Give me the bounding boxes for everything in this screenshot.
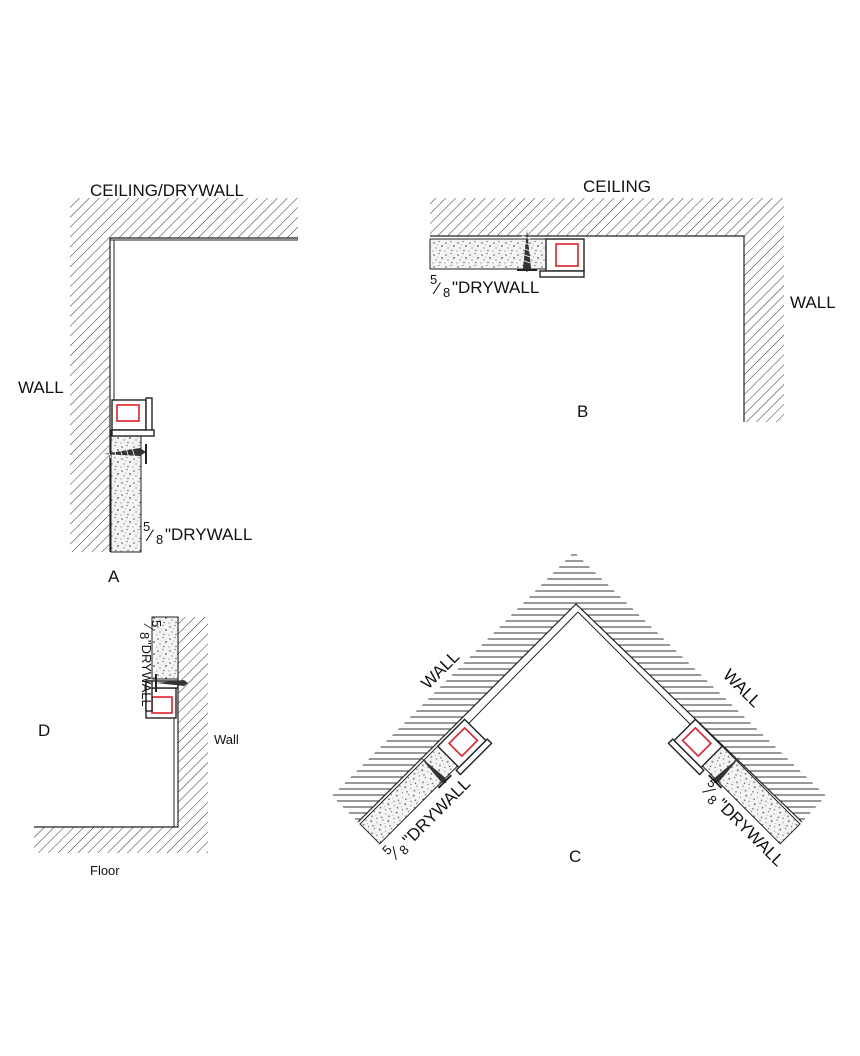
ceiling-hatch bbox=[70, 198, 298, 238]
label-wall: WALL bbox=[18, 378, 64, 397]
wall-hatch bbox=[70, 238, 110, 552]
label-drywall-numerator: 5 bbox=[149, 620, 164, 627]
detail-b: CEILING WALL 5 ⁄ 8 "DRYWALL B bbox=[429, 177, 836, 422]
label-ceiling: CEILING/DRYWALL bbox=[90, 181, 244, 200]
svg-text:⁄: ⁄ bbox=[145, 526, 155, 545]
label-drywall-denominator: 8 bbox=[137, 632, 152, 639]
wall-hatch bbox=[178, 617, 208, 827]
svg-text:⁄: ⁄ bbox=[432, 279, 442, 298]
label-drywall-numerator: 5 bbox=[430, 272, 437, 287]
screw-icon bbox=[155, 674, 188, 692]
left-assembly bbox=[359, 718, 493, 845]
wall-corner-outline bbox=[109, 237, 298, 552]
detail-a: CEILING/DRYWALL WALL 5 ⁄ 8 "DRYWALL A bbox=[18, 181, 298, 586]
wall-corner-outline bbox=[357, 603, 803, 823]
label-drywall-numerator: 5 bbox=[143, 519, 150, 534]
screw-icon bbox=[104, 444, 147, 464]
label-drywall: "DRYWALL bbox=[139, 640, 154, 707]
wall-hatch bbox=[744, 198, 784, 422]
ceiling-hatch bbox=[430, 198, 744, 236]
wall-corner-outline bbox=[430, 235, 745, 422]
label-wall: Wall bbox=[214, 732, 239, 747]
label-drywall: "DRYWALL bbox=[452, 278, 539, 297]
caption-c: C bbox=[569, 847, 581, 866]
wall-hatch-left bbox=[332, 552, 576, 822]
right-assembly bbox=[667, 718, 801, 845]
detail-d: 5 ⁄ 8 "DRYWALL Wall Floor D bbox=[34, 616, 239, 878]
floor-hatch bbox=[34, 827, 208, 853]
drywall-section bbox=[151, 616, 179, 680]
detail-c: WALL WALL 5 ⁄ 8 "DRYWALL 5 ⁄ 8 "DRYWALL … bbox=[332, 552, 826, 870]
label-drywall-denominator: 8 bbox=[443, 285, 450, 300]
label-drywall: "DRYWALL bbox=[165, 525, 252, 544]
caption-b: B bbox=[577, 402, 588, 421]
label-wall: WALL bbox=[790, 293, 836, 312]
screw-icon bbox=[419, 756, 452, 789]
screw-icon bbox=[517, 230, 537, 272]
led-profile bbox=[145, 680, 179, 719]
caption-d: D bbox=[38, 721, 50, 740]
wall-hatch-right bbox=[574, 552, 826, 822]
svg-text:⁄: ⁄ bbox=[141, 623, 156, 630]
screw-icon bbox=[708, 756, 741, 789]
led-profile bbox=[111, 397, 155, 437]
label-drywall-denominator: 8 bbox=[156, 532, 163, 547]
led-profile bbox=[539, 238, 585, 278]
caption-a: A bbox=[108, 567, 120, 586]
label-ceiling: CEILING bbox=[583, 177, 651, 196]
label-floor: Floor bbox=[90, 863, 120, 878]
